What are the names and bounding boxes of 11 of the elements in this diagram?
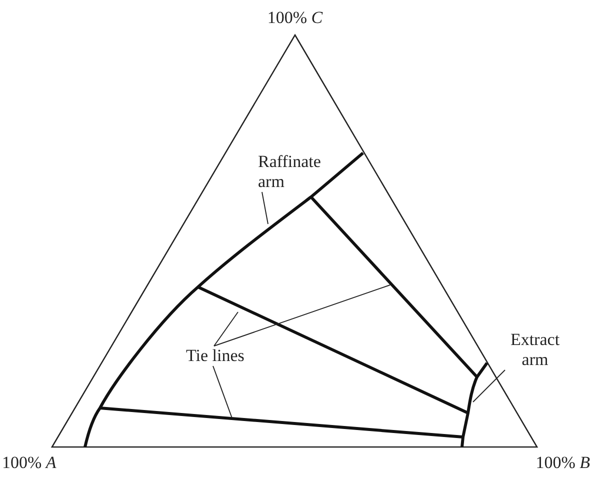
callout-label: Raffinate arm <box>258 152 338 192</box>
leader-line <box>214 312 238 346</box>
leader-line <box>212 366 232 418</box>
vertex-label: 100% B <box>534 453 590 473</box>
vertex-label: 100% C <box>266 8 324 28</box>
callout-label: Tie lines <box>186 346 276 366</box>
leader-line <box>262 192 268 224</box>
callout-label: Extract arm <box>500 330 570 370</box>
vertex-label: 100% A <box>2 453 58 473</box>
leader-line <box>472 370 506 402</box>
leader-line <box>214 284 390 346</box>
